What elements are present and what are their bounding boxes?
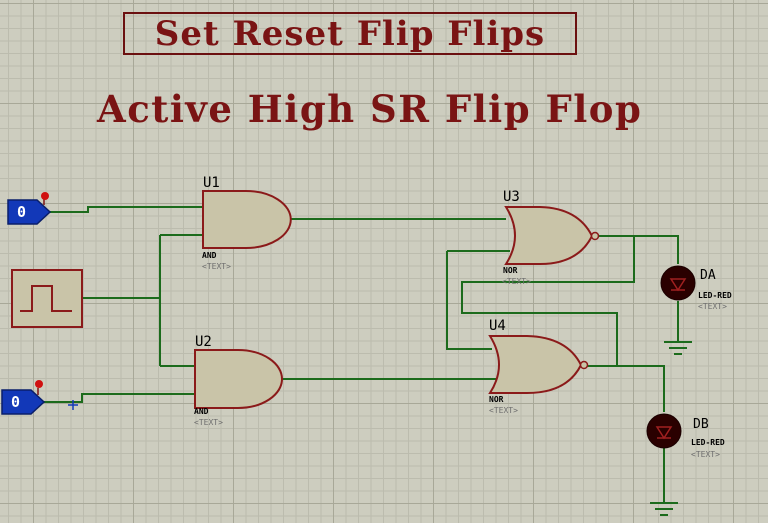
led-db-type: LED-RED bbox=[691, 438, 725, 447]
input-1-value: 0 bbox=[17, 203, 27, 221]
ground-db bbox=[650, 502, 678, 516]
gate-u3-ref: U3 bbox=[503, 189, 520, 205]
led-da-text: <TEXT> bbox=[698, 302, 727, 311]
led-db[interactable] bbox=[646, 413, 682, 449]
gate-u4-text: <TEXT> bbox=[489, 406, 518, 415]
gate-u3-text: <TEXT> bbox=[502, 277, 531, 286]
gate-u4[interactable] bbox=[488, 335, 589, 394]
led-da-ref: DA bbox=[700, 268, 716, 283]
gate-u2-text: <TEXT> bbox=[194, 418, 223, 427]
gate-u4-type: NOR bbox=[489, 395, 504, 404]
ground-da bbox=[664, 341, 692, 355]
gate-u2-ref: U2 bbox=[195, 334, 212, 350]
crosshair-marker bbox=[68, 400, 78, 410]
title-box: Set Reset Flip Flips bbox=[123, 12, 577, 55]
wire-in1 bbox=[50, 206, 203, 213]
wires bbox=[44, 206, 679, 503]
led-db-text: <TEXT> bbox=[691, 450, 720, 459]
wire-u3-out bbox=[599, 235, 679, 264]
wire-u4-fb bbox=[617, 365, 665, 412]
led-da[interactable] bbox=[660, 265, 696, 301]
logic-input-1[interactable] bbox=[7, 192, 52, 225]
subtitle-text: Active High SR Flip Flop bbox=[97, 87, 643, 131]
gate-u1[interactable] bbox=[202, 190, 292, 249]
gate-u1-type: AND bbox=[202, 251, 217, 260]
logic-input-2[interactable] bbox=[1, 380, 46, 415]
gate-u3-type: NOR bbox=[503, 266, 518, 275]
gate-u1-text: <TEXT> bbox=[202, 262, 231, 271]
gate-u3[interactable] bbox=[504, 206, 600, 265]
led-db-ref: DB bbox=[693, 417, 709, 432]
wire-u4-fbin bbox=[446, 251, 492, 350]
clock-source[interactable] bbox=[11, 269, 83, 328]
gate-u2[interactable] bbox=[194, 349, 283, 409]
gate-u4-ref: U4 bbox=[489, 318, 506, 334]
gate-u2-type: AND bbox=[194, 407, 209, 416]
title-text: Set Reset Flip Flips bbox=[154, 13, 546, 54]
led-da-type: LED-RED bbox=[698, 291, 732, 300]
gate-u1-ref: U1 bbox=[203, 175, 220, 191]
wire-in2 bbox=[44, 393, 195, 403]
input-2-value: 0 bbox=[11, 393, 21, 411]
